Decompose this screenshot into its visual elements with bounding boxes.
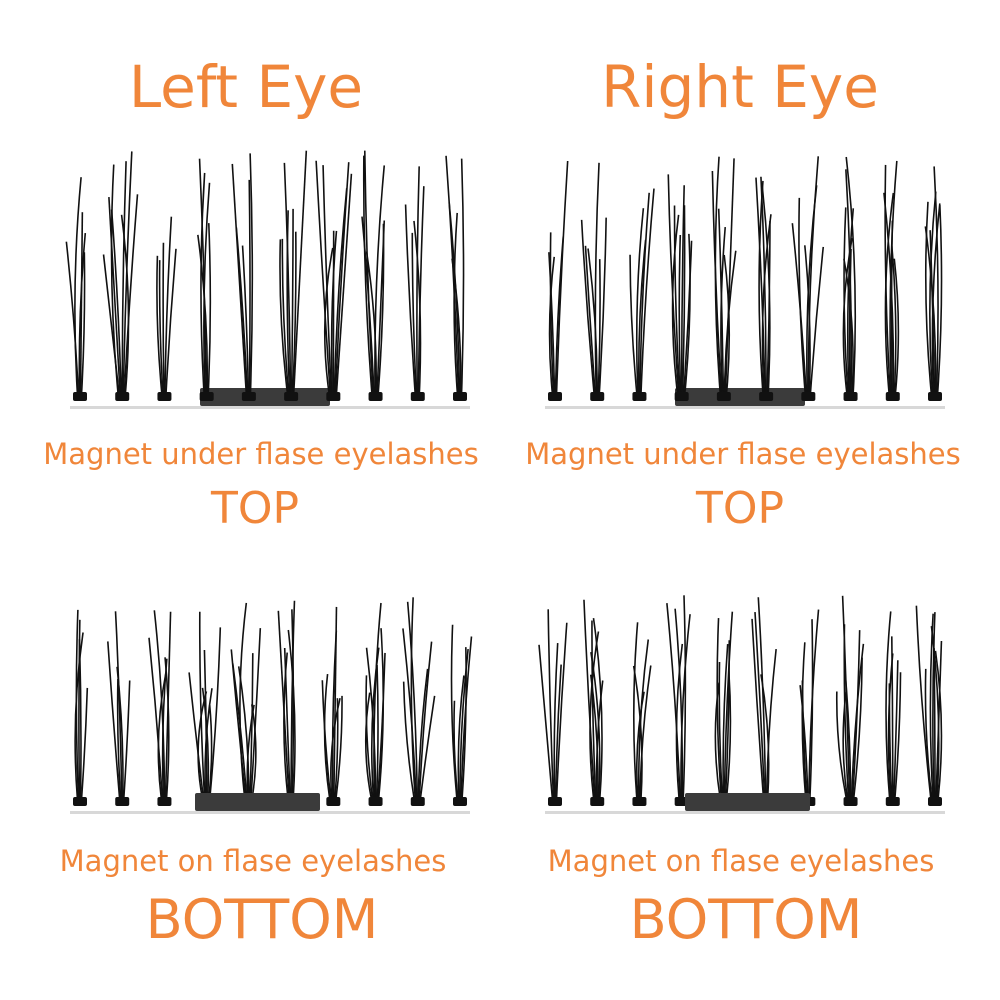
lash-cluster (667, 174, 693, 401)
lash-cluster (711, 156, 737, 401)
lash-cluster (885, 611, 902, 806)
right-bottom-label: BOTTOM (629, 888, 863, 951)
lash-cluster (842, 156, 858, 401)
right-top-label: TOP (695, 483, 785, 534)
lash-cluster (629, 188, 655, 401)
lash-cluster (791, 156, 825, 401)
right-eye-top-lash-image (545, 156, 945, 409)
lash-cluster (751, 597, 777, 806)
lash-cluster (548, 160, 569, 401)
lash-cluster (799, 609, 820, 806)
lash-cluster (148, 610, 172, 806)
right-eye-heading: Right Eye (601, 53, 879, 121)
right-eye-bottom-lash-image (538, 595, 945, 814)
magnet-strip (675, 388, 805, 406)
lash-cluster (364, 602, 386, 806)
lash-cluster (230, 602, 262, 806)
lash-cluster (450, 624, 473, 806)
lash-cluster (279, 150, 308, 401)
lash-cluster (883, 160, 900, 401)
lash-cluster (666, 595, 691, 806)
lash-cluster (402, 597, 436, 806)
lash-cluster (580, 162, 607, 401)
left-bottom-caption: Magnet on flase eyelashes (59, 844, 447, 878)
lash-cluster (156, 216, 177, 401)
lash-cluster (188, 611, 222, 806)
lash-cluster (315, 160, 353, 401)
lash-cluster (445, 155, 467, 401)
lash-cluster (231, 153, 256, 401)
lash-cluster (102, 151, 139, 401)
lash-cluster (755, 176, 774, 401)
lash-cluster (197, 158, 214, 401)
lash-cluster (583, 599, 605, 806)
lash-cluster (65, 177, 87, 401)
lash-cluster (404, 166, 425, 401)
lash-cluster (915, 605, 943, 806)
lash-cluster (538, 609, 568, 806)
lash-cluster (321, 606, 343, 806)
left-eye-heading: Left Eye (128, 53, 364, 121)
left-eye-bottom-lash-image (70, 597, 473, 814)
lash-cluster (107, 611, 131, 806)
lash-cluster (277, 600, 299, 806)
lash-cluster (714, 611, 734, 806)
magnet-strip (685, 793, 810, 811)
right-top-caption: Magnet under flase eyelashes (525, 437, 961, 471)
magnet-strip (195, 793, 320, 811)
lash-cluster (924, 166, 943, 401)
right-bottom-caption: Magnet on flase eyelashes (547, 844, 935, 878)
left-top-caption: Magnet under flase eyelashes (43, 437, 479, 471)
lash-cluster (632, 622, 652, 806)
lash-cluster (835, 595, 865, 806)
magnet-strip (200, 388, 330, 406)
lash-cluster (361, 150, 386, 401)
lash-cluster (73, 609, 89, 806)
left-bottom-label: BOTTOM (145, 888, 379, 951)
left-eye-top-lash-image (65, 150, 470, 409)
left-top-label: TOP (210, 483, 300, 534)
